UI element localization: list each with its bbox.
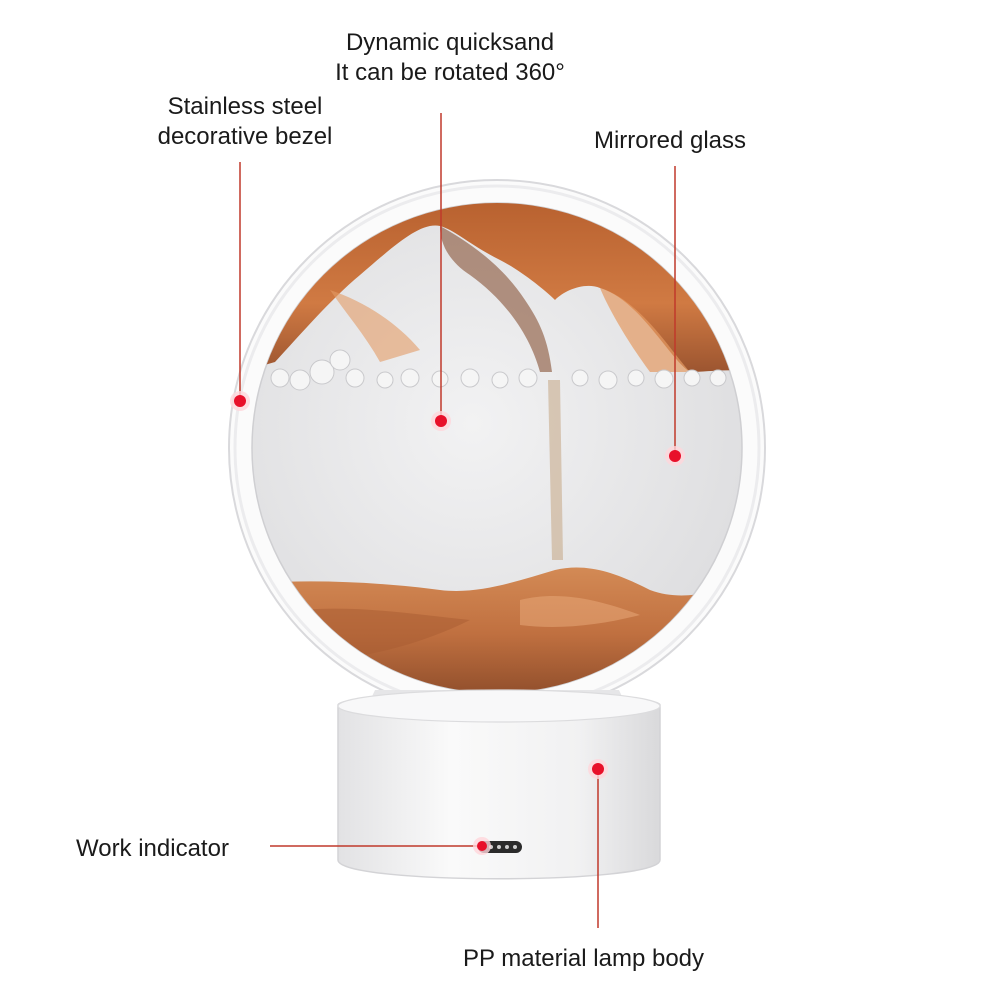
- label-work-indicator: Work indicator: [76, 835, 229, 862]
- label-line: decorative bezel: [157, 123, 333, 150]
- label-stainless-steel-bezel: Stainless steel decorative bezel: [130, 92, 360, 152]
- callout-dots: [230, 391, 685, 855]
- label-line: Stainless steel: [167, 93, 323, 120]
- label-line: Dynamic quicksand: [345, 29, 555, 56]
- top-sand-layer: [252, 203, 742, 372]
- label-mirrored-glass: Mirrored glass: [593, 127, 747, 154]
- label-dynamic-quicksand: Dynamic quicksand It can be rotated 360°: [300, 28, 600, 88]
- label-pp-lamp-body: PP material lamp body: [463, 945, 705, 972]
- label-line: It can be rotated 360°: [335, 59, 565, 86]
- callout-lines: [239, 113, 676, 928]
